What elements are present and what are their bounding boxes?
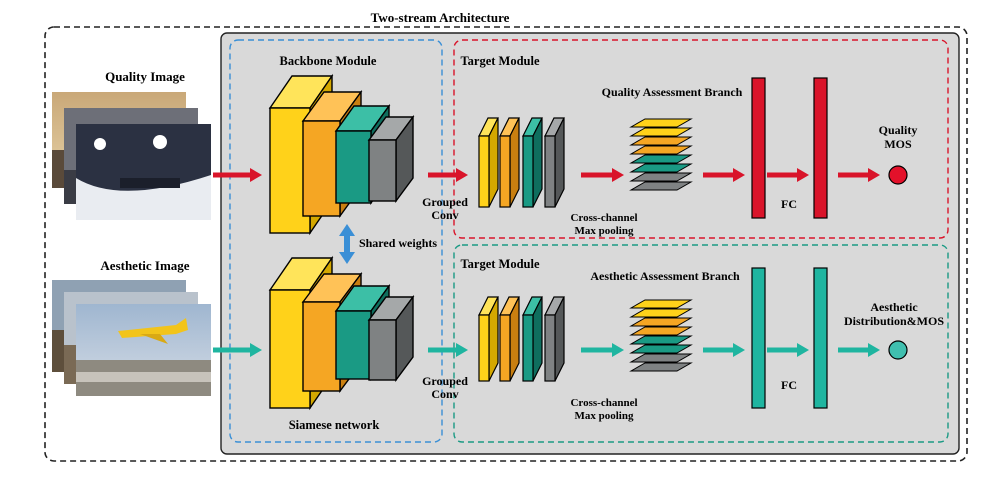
- quality-fc-label: FC: [781, 197, 797, 211]
- quality-target-module-title: Target Module: [460, 54, 539, 68]
- aesthetic-backbone-arrow: [428, 343, 468, 357]
- backbone-cnn-top: [268, 73, 415, 236]
- backbone-module-box: [229, 39, 443, 443]
- quality-conv-arrow: [581, 168, 624, 182]
- quality-input-arrow: [213, 168, 262, 182]
- aesthetic-fc-layer-2: [813, 267, 828, 409]
- aesthetic-image-label: Aesthetic Image: [100, 258, 189, 273]
- aesthetic-grouped-conv-label: Grouped: [422, 374, 468, 388]
- aesthetic-fc-layer-1: [751, 267, 766, 409]
- aesthetic-branch-title: Aesthetic Assessment Branch: [590, 269, 740, 283]
- quality-pooling-stack: [629, 118, 693, 191]
- quality-grouped-conv-label: Grouped: [422, 195, 468, 209]
- quality-output-label-2: MOS: [884, 137, 912, 151]
- aesthetic-pooling-label: Cross-channel: [570, 397, 637, 409]
- aesthetic-output-label: Aesthetic: [870, 300, 918, 314]
- aesthetic-output-node: [888, 340, 908, 360]
- aesthetic-target-module-box: [453, 244, 949, 443]
- quality-image-label: Quality Image: [105, 69, 185, 84]
- aesthetic-conv-arrow: [581, 343, 624, 357]
- shared-weights-arrow: [339, 224, 355, 264]
- aesthetic-pooling-arrow: [703, 343, 745, 357]
- siamese-network-label: Siamese network: [289, 418, 380, 432]
- quality-backbone-arrow: [428, 168, 468, 182]
- outer-frame: [44, 26, 968, 462]
- backbone-module-title: Backbone Module: [280, 54, 377, 68]
- quality-grouped-conv-label-2: Conv: [431, 208, 458, 222]
- aesthetic-pooling-stack: [629, 299, 693, 372]
- quality-fc-arrow: [767, 168, 809, 182]
- aesthetic-grouped-conv-label-2: Conv: [431, 387, 458, 401]
- aesthetic-pooling-label-2: Max pooling: [575, 410, 634, 422]
- quality-output-arrow: [838, 168, 880, 182]
- quality-branch-title: Quality Assessment Branch: [602, 85, 743, 99]
- aesthetic-fc-arrow: [767, 343, 809, 357]
- aesthetic-fc-label: FC: [781, 378, 797, 392]
- aesthetic-input-arrow: [213, 343, 262, 357]
- diagram-title: Two-stream Architecture: [371, 10, 510, 25]
- quality-output-label: Quality: [879, 123, 918, 137]
- aesthetic-grouped-conv: [478, 296, 565, 382]
- quality-pooling-label: Cross-channel: [570, 212, 637, 224]
- shared-weights-label: Shared weights: [359, 236, 437, 250]
- quality-output-node: [888, 165, 908, 185]
- quality-fc-layer-1: [751, 77, 766, 219]
- quality-pooling-label-2: Max pooling: [575, 225, 634, 237]
- aesthetic-image-stack: [52, 280, 211, 396]
- quality-image-stack: [52, 92, 211, 220]
- quality-grouped-conv: [478, 117, 565, 208]
- aesthetic-output-label-2: Distribution&MOS: [844, 314, 944, 328]
- backbone-cnn-bottom: [268, 255, 415, 411]
- quality-target-module-box: [453, 39, 949, 239]
- quality-pooling-arrow: [703, 168, 745, 182]
- quality-fc-layer-2: [813, 77, 828, 219]
- aesthetic-target-module-title: Target Module: [460, 257, 539, 271]
- aesthetic-output-arrow: [838, 343, 880, 357]
